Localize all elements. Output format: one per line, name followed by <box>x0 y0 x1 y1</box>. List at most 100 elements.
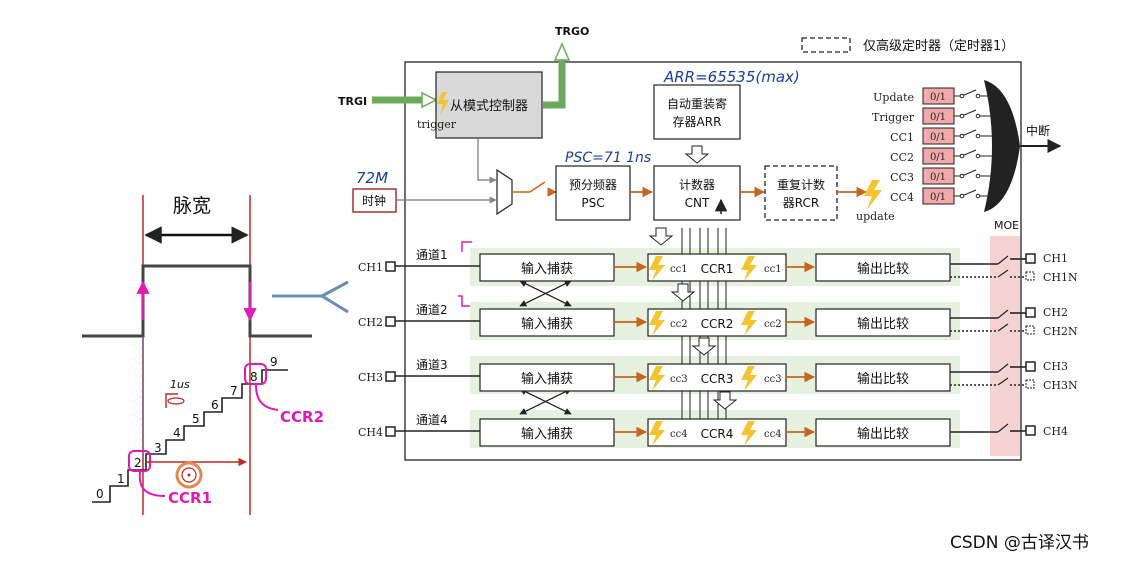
trgo-label: TRGO <box>555 25 589 38</box>
interrupt-label: 中断 <box>1026 123 1050 138</box>
rcr-block <box>764 165 838 221</box>
trigger-bolt-icon <box>437 92 449 115</box>
ch4-capture: 输入捕获 <box>521 426 573 442</box>
update-bolt-icon <box>864 180 882 210</box>
slave-controller-block <box>435 71 543 139</box>
step-6: 6 <box>211 398 219 412</box>
ch4-ccr: CCR4 <box>701 427 734 441</box>
ch3-label: 通道3 <box>416 358 448 372</box>
ch4-compare: 输出比较 <box>857 426 909 442</box>
trigger-label: trigger <box>417 118 457 131</box>
ch1-cc-right: cc1 <box>764 264 782 275</box>
arr-label-2: 存器ARR <box>673 115 722 129</box>
ch2-pin-label: CH2 <box>358 316 383 329</box>
event-value-cc2: 0/1 <box>930 152 946 163</box>
event-name-trigger: Trigger <box>872 111 915 124</box>
ch3-pin-label: CH3 <box>358 371 383 384</box>
ccr2-note: CCR2 <box>280 408 324 426</box>
step-5: 5 <box>192 412 200 426</box>
ch2-label: 通道2 <box>416 303 448 317</box>
step-1: 1 <box>117 472 125 486</box>
ch1-cc-left: cc1 <box>670 264 688 275</box>
ch3n-out-label: CH3N <box>1043 379 1078 392</box>
channel-3-row: CH3 通道3 输入捕获 cc3 CCR3 cc3 输出比较 CH3 CH3N <box>358 358 1078 392</box>
ch3-capture: 输入捕获 <box>521 371 573 387</box>
channel-1-row: CH1 通道1 输入捕获 cc1 CCR1 cc1 输出比较 CH1 CH1N <box>358 248 1078 284</box>
step-0: 0 <box>96 487 104 501</box>
channel-4-row: CH4 通道4 输入捕获 cc4 CCR4 cc4 输出比较 CH4 <box>358 413 1068 447</box>
pulse-width-label: 脉宽 <box>173 195 211 217</box>
ch2-out-label: CH2 <box>1043 306 1068 319</box>
ch1-out-label: CH1 <box>1043 252 1068 265</box>
step-9: 9 <box>270 355 278 369</box>
step-2: 2 <box>134 456 142 470</box>
cnt-label-2: CNT <box>685 196 710 210</box>
psc-note: PSC=71 1ns <box>565 150 651 166</box>
legend-dashed-box <box>801 37 851 53</box>
rcr-label-2: 器RCR <box>783 196 819 210</box>
ch3-cc-right: cc3 <box>764 374 782 385</box>
or-gate <box>984 80 1020 212</box>
trgi-label: TRGI <box>338 95 367 108</box>
event-value-cc1: 0/1 <box>930 132 946 143</box>
event-name-cc3: CC3 <box>890 171 914 184</box>
event-value-trigger: 0/1 <box>930 112 946 123</box>
clock-label: 时钟 <box>362 193 386 208</box>
ch2-cc-left: cc2 <box>670 319 688 330</box>
ch4-out-label: CH4 <box>1043 425 1068 438</box>
event-value-cc4: 0/1 <box>930 192 946 203</box>
event-value-update: 0/1 <box>930 92 946 103</box>
ccr1-note: CCR1 <box>168 489 212 507</box>
event-value-cc3: 0/1 <box>930 172 946 183</box>
ch1-pin-label: CH1 <box>358 261 383 274</box>
ch4-label: 通道4 <box>416 413 448 427</box>
ch4-cc-left: cc4 <box>670 429 688 440</box>
psc-block <box>555 165 631 221</box>
ch1-capture: 输入捕获 <box>521 261 573 277</box>
ch1-label: 通道1 <box>416 248 448 262</box>
slave-controller-label: 从模式控制器 <box>450 99 528 114</box>
legend-text: 仅高级定时器（定时器1） <box>863 38 1014 54</box>
ch2n-out-label: CH2N <box>1043 325 1078 338</box>
moe-label: MOE <box>994 219 1019 232</box>
ch2-compare: 输出比较 <box>857 316 909 332</box>
event-name-cc4: CC4 <box>890 191 914 204</box>
ch2-capture: 输入捕获 <box>521 316 573 332</box>
cnt-block <box>653 165 741 221</box>
event-name-cc1: CC1 <box>890 131 914 144</box>
event-name-cc2: CC2 <box>890 151 914 164</box>
step-3: 3 <box>154 441 162 455</box>
ch2-ccr: CCR2 <box>701 317 734 331</box>
clock-mux <box>496 168 513 216</box>
arr-label-1: 自动重装寄 <box>667 96 727 111</box>
fork-arrow <box>272 280 349 314</box>
ch1n-out-label: CH1N <box>1043 271 1078 284</box>
step-8: 8 <box>250 370 258 384</box>
ch2-cc-right: cc2 <box>764 319 782 330</box>
ch4-cc-right: cc4 <box>764 429 782 440</box>
pulse-width-sketch: 脉宽 0 1 2 3 4 5 6 7 8 9 CCR1 CCR2 1us <box>82 195 324 515</box>
rcr-label-1: 重复计数 <box>777 177 825 192</box>
arr-note: ARR=65535(max) <box>663 68 800 86</box>
ch3-compare: 输出比较 <box>857 371 909 387</box>
step-4: 4 <box>173 426 181 440</box>
ch1-ccr: CCR1 <box>701 262 734 276</box>
watermark: CSDN @古译汉书 <box>950 533 1089 553</box>
ch3-cc-left: cc3 <box>670 374 688 385</box>
ch3-ccr: CCR3 <box>701 372 734 386</box>
channel-2-row: CH2 通道2 输入捕获 cc2 CCR2 cc2 输出比较 CH2 CH2N <box>358 303 1078 338</box>
psc-label-2: PSC <box>581 196 604 210</box>
us-note: 1us <box>170 378 190 391</box>
update-label: update <box>856 210 895 223</box>
clock-note: 72M <box>356 169 388 187</box>
moe-band <box>990 236 1020 456</box>
event-list: Update Trigger CC1 CC2 CC3 CC4 0/1 0/1 0… <box>872 87 994 205</box>
ch4-pin-label: CH4 <box>358 426 383 439</box>
timer-frame <box>404 61 1022 461</box>
ch3-out-label: CH3 <box>1043 360 1068 373</box>
ch1-compare: 输出比较 <box>857 261 909 277</box>
arr-block <box>653 84 741 140</box>
psc-label-1: 预分频器 <box>569 178 617 192</box>
event-name-update: Update <box>873 91 914 104</box>
